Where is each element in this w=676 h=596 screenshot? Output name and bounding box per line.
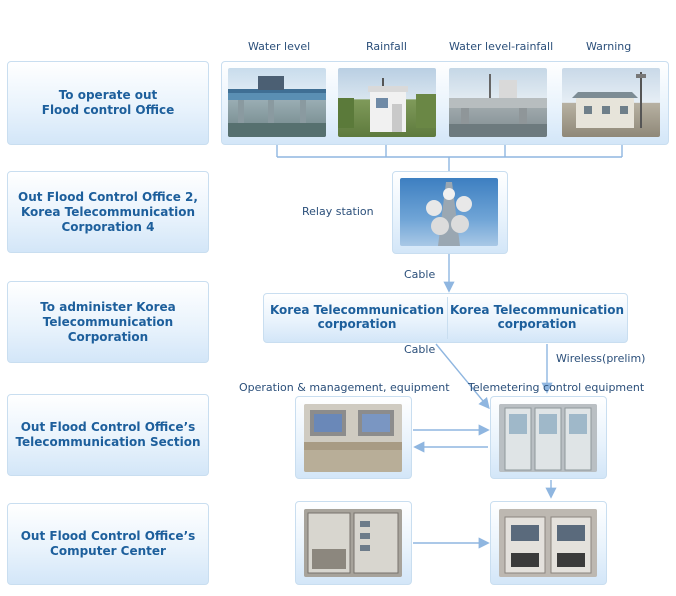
station-label-rainfall: Rainfall (366, 40, 407, 53)
corporation-left: Korea Telecommunication corporation (268, 303, 446, 331)
water-level-station-photo (228, 68, 326, 137)
category-line: Korea Telecommunication (20, 204, 196, 219)
category-line: Out Flood Control Office’s (20, 529, 196, 543)
category-box-relay: Out Flood Control Office 2,Korea Telecom… (7, 171, 209, 253)
telemetering-cabinet-photo (499, 404, 597, 472)
relay-tower-photo (400, 178, 498, 246)
category-line: Telecommunication (42, 314, 174, 329)
relay-station-label: Relay station (302, 205, 374, 218)
warning-station-photo (562, 68, 660, 137)
cable-label-upper: Cable (404, 268, 436, 281)
operation-console-photo (304, 404, 402, 472)
corporation-right: Korea Telecommunication corporation (448, 303, 626, 331)
telemetering-equipment-label: Telemetering control equipment (468, 381, 645, 394)
corporation-line: corporation (497, 317, 577, 331)
station-label-warning: Warning (586, 40, 632, 53)
category-line: Flood control Office (41, 103, 175, 117)
cable-label-lower: Cable (404, 343, 436, 356)
category-line: Computer Center (50, 544, 166, 558)
corporation-divider (447, 297, 448, 339)
rainfall-station-photo (338, 68, 436, 137)
corporation-frame (263, 293, 628, 343)
category-line: Out Flood Control Office 2, (18, 189, 198, 204)
operation-equipment-label: Operation & management, equipment (239, 381, 450, 394)
computer-rack-photo (304, 509, 402, 577)
category-line: To operate out (58, 88, 158, 102)
corporation-line: Korea Telecommunication (269, 303, 445, 317)
corporation-line: corporation (317, 317, 397, 331)
water-level-rainfall-station-photo (449, 68, 547, 137)
category-line: Out Flood Control Office’s (20, 420, 196, 434)
wireless-label: Wireless(prelim) (556, 352, 646, 365)
category-line: Telecommunication Section (15, 435, 201, 449)
category-line: Corporation (67, 329, 149, 344)
category-line: Corporation 4 (61, 219, 155, 234)
corporation-line: Korea Telecommunication (449, 303, 625, 317)
category-line: To administer Korea (40, 299, 176, 314)
station-label-water-level: Water level (248, 40, 311, 53)
station-label-water-level-rainfall: Water level-rainfall (449, 40, 554, 53)
computer-server-photo (499, 509, 597, 577)
